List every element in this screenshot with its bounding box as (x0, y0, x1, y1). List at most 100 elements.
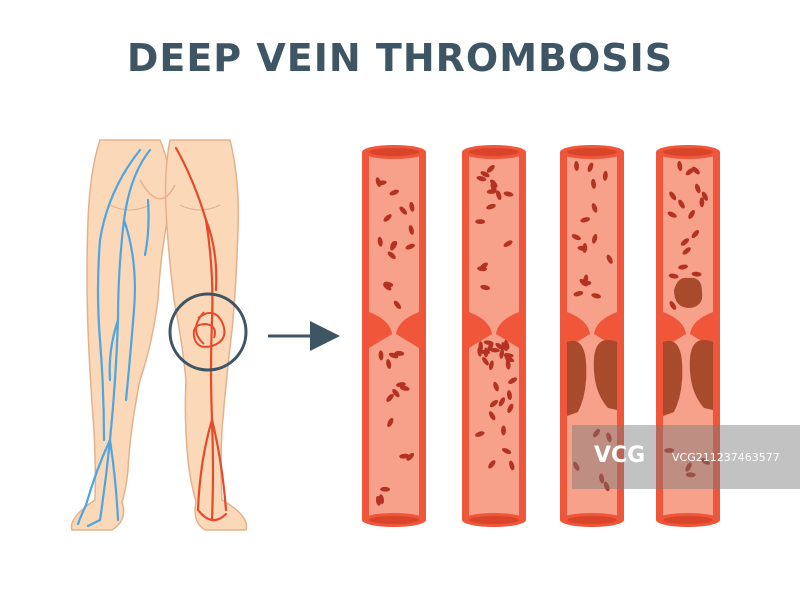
clotting-cell (499, 348, 505, 359)
blood-cell (701, 458, 711, 465)
blood-cell (390, 240, 396, 251)
blood-cell (699, 197, 705, 208)
vessel-initial-clotting (462, 145, 526, 527)
embolus (674, 277, 703, 308)
blood-cell (389, 189, 399, 196)
watermark: VCG VCG211237463577 (572, 425, 800, 489)
blood-cell (495, 190, 502, 201)
clotting-cell (504, 352, 510, 363)
blood-cell (591, 178, 596, 189)
blood-cell (591, 203, 598, 213)
blood-cell (669, 301, 677, 310)
blood-cell (489, 399, 499, 408)
blood-cell (383, 283, 392, 291)
blood-cell (395, 382, 406, 388)
blood-cell (587, 162, 594, 172)
blood-cell (680, 238, 690, 246)
blood-cell (668, 273, 679, 279)
blood-cell (506, 390, 512, 401)
legs-figure (70, 139, 248, 531)
blood-cell (394, 351, 405, 356)
blood-cell (486, 189, 497, 194)
blood-cell (669, 191, 677, 201)
blood-cell (688, 210, 695, 219)
right-leg (164, 139, 248, 531)
blood-cell (476, 176, 487, 182)
thrombus (567, 340, 587, 416)
blood-cell (591, 233, 598, 244)
blood-cell (490, 179, 498, 188)
thrombus (663, 340, 683, 416)
blood-cell (493, 381, 499, 392)
blood-cell (592, 428, 601, 438)
blood-cell (599, 473, 605, 484)
blood-cell (685, 472, 696, 478)
clotting-cell (480, 349, 491, 355)
blood-cell (571, 234, 581, 241)
blood-cell (480, 171, 490, 178)
blood-cell (377, 236, 383, 247)
vessel-thrombus-detaching (656, 145, 720, 527)
magnify-circle (168, 292, 248, 372)
clotting-cell (488, 360, 494, 371)
blood-cell (486, 203, 496, 210)
blood-cell (375, 495, 381, 506)
blood-cell (509, 460, 515, 471)
blood-cell (682, 247, 691, 255)
blood-cell (386, 359, 392, 369)
blood-cell (501, 447, 512, 455)
blood-cell (507, 403, 514, 413)
watermark-id: VCG211237463577 (672, 451, 780, 464)
blood-cell (685, 167, 695, 176)
valve-leaflet (663, 312, 686, 348)
blood-cell (387, 251, 396, 260)
valve-leaflet (496, 312, 519, 348)
blood-cell (387, 417, 394, 428)
blood-cell (603, 481, 610, 492)
blood-cell (386, 393, 394, 402)
blood-cell (480, 284, 491, 291)
page-title: DEEP VEIN THROMBOSIS (126, 36, 674, 80)
blood-cell (405, 243, 415, 250)
clot-tangle (192, 311, 226, 348)
thrombus (593, 340, 617, 410)
blood-cell (406, 452, 415, 461)
blood-cell (677, 161, 683, 171)
blood-cell (606, 254, 613, 264)
blood-cell (580, 217, 591, 223)
blood-cell (664, 448, 675, 453)
clotting-cell (501, 342, 508, 352)
blood-cell (392, 388, 400, 398)
blood-cell (375, 177, 382, 187)
blood-cell (581, 280, 592, 286)
thrombus (689, 340, 713, 410)
blood-cell (380, 486, 391, 492)
blood-cell (475, 219, 486, 225)
blood-cell (503, 240, 513, 247)
blood-cell (694, 183, 701, 194)
blood-cell (573, 291, 584, 297)
vessel-normal (362, 145, 426, 527)
blood-cell (477, 266, 488, 272)
blood-cell (503, 191, 514, 197)
clotting-cell (478, 341, 483, 352)
blood-cell (691, 229, 700, 239)
blood-cell (488, 411, 496, 421)
blood-cell (508, 377, 518, 384)
blood-cell (399, 206, 408, 215)
left-leg (70, 139, 171, 531)
blood-cell (606, 432, 612, 443)
blood-cell (505, 359, 511, 370)
blood-cell (474, 431, 485, 437)
blood-cell (685, 462, 692, 472)
blood-cell (488, 460, 496, 469)
clotting-cell (482, 356, 489, 366)
valve-leaflet (690, 312, 713, 348)
clotting-cell (483, 340, 494, 346)
vessel-stages (362, 145, 720, 527)
blood-cell (399, 453, 410, 459)
blood-cell (691, 166, 700, 175)
blood-cell (678, 199, 685, 209)
